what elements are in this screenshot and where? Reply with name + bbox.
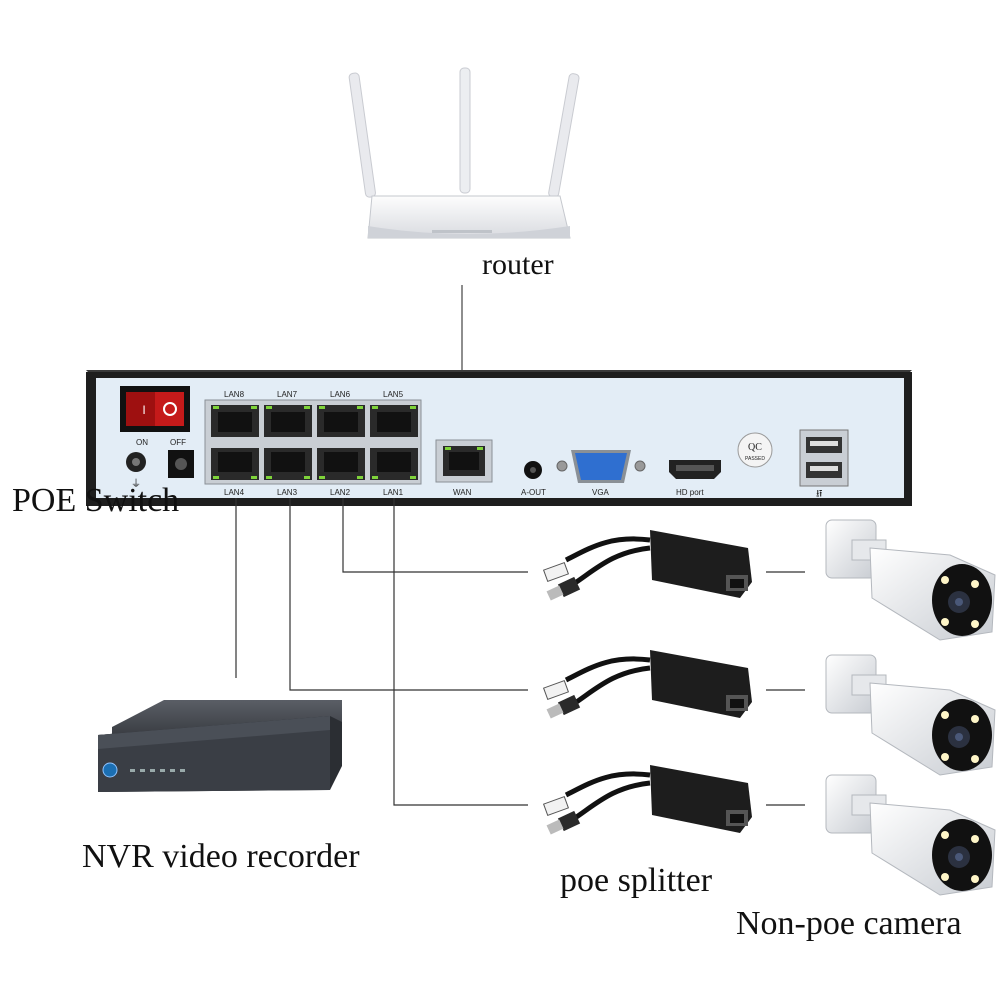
port-lan1 — [370, 448, 418, 480]
router-image — [348, 67, 580, 239]
qc-passed-sticker — [737, 432, 773, 468]
port-lan7 — [264, 405, 312, 437]
aout-label: A-OUT — [521, 488, 546, 497]
switch-off-label: OFF — [170, 438, 186, 447]
qc-passed-label: PASSED — [745, 456, 765, 462]
lan7-label: LAN7 — [277, 390, 298, 399]
port-lan3 — [264, 448, 312, 480]
camera-1 — [825, 519, 996, 641]
poe-splitter-2 — [542, 650, 752, 719]
hd-port-label: HD port — [676, 488, 704, 497]
port-wan — [435, 439, 493, 483]
nvr-label: NVR video recorder — [82, 838, 360, 875]
svg-text:⭿: ⭿ — [816, 489, 822, 500]
poe-splitter-3 — [542, 765, 752, 835]
port-lan8 — [211, 405, 259, 437]
camera-3 — [825, 774, 996, 896]
port-lan5 — [370, 405, 418, 437]
poe-splitter-label: poe splitter — [560, 862, 713, 899]
lan6-label: LAN6 — [330, 390, 351, 399]
poe-switch-label: POE Switch — [12, 482, 180, 519]
poe-switch-image: I ON OFF ⏚ LAN8 LAN7 LAN6 LAN5 LAN4 LAN3 — [86, 370, 912, 506]
wan-label: WAN — [453, 488, 472, 497]
port-vga — [556, 450, 646, 483]
switch-on-label: ON — [136, 438, 148, 447]
lan1-label: LAN1 — [383, 488, 404, 497]
lan5-label: LAN5 — [383, 390, 404, 399]
port-lan6 — [317, 405, 365, 437]
connection-lines — [235, 498, 805, 806]
poe-splitter-1 — [542, 530, 752, 601]
lan2-label: LAN2 — [330, 488, 351, 497]
nvr-recorder-image — [98, 700, 342, 792]
qc-label: QC — [748, 442, 762, 453]
port-hd — [669, 460, 721, 479]
vga-label: VGA — [592, 488, 610, 497]
camera-2 — [825, 654, 996, 776]
router-label: router — [482, 248, 554, 281]
camera-label: Non-poe camera — [736, 905, 962, 942]
lan8-label: LAN8 — [224, 390, 245, 399]
port-lan4 — [211, 448, 259, 480]
lan4-label: LAN4 — [224, 488, 245, 497]
lan3-label: LAN3 — [277, 488, 298, 497]
port-lan2 — [317, 448, 365, 480]
svg-text:⏚: ⏚ — [131, 478, 141, 490]
svg-text:I: I — [142, 403, 145, 417]
usb-ports — [799, 429, 849, 487]
